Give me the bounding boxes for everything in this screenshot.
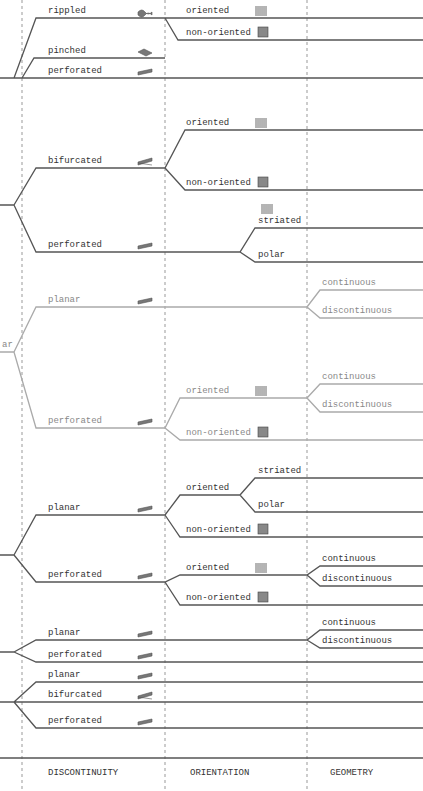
branch-label: rippled (48, 6, 86, 16)
branch-label: oriented (186, 386, 229, 396)
branch-label: striated (258, 216, 301, 226)
branch-label: planar (48, 670, 80, 680)
branch-label: perforated (48, 570, 102, 580)
branch-label: planar (48, 295, 80, 305)
branch-label: perforated (48, 650, 102, 660)
branch-label: discontinuous (322, 306, 392, 316)
branch-label: ar (2, 340, 13, 350)
branch-label: oriented (186, 118, 229, 128)
tree-branches (0, 18, 423, 758)
branch-label: perforated (48, 416, 102, 426)
branch-label: continuous (322, 618, 376, 628)
branch-label: non-oriented (186, 178, 251, 188)
branch-label: planar (48, 628, 80, 638)
branch-label: bifurcated (48, 690, 102, 700)
branch-label: non-oriented (186, 428, 251, 438)
branch-label: non-oriented (186, 28, 251, 38)
branch-label: polar (258, 500, 285, 510)
branch-label: planar (48, 503, 80, 513)
branch-label: discontinuous (322, 636, 392, 646)
column-header: ORIENTATION (190, 768, 249, 778)
branch-label: perforated (48, 716, 102, 726)
branch-label: discontinuous (322, 574, 392, 584)
non-oriented-icons (258, 27, 268, 602)
column-guides (22, 0, 307, 791)
branch-label: non-oriented (186, 593, 251, 603)
branch-label: striated (258, 466, 301, 476)
tree-branches-light (0, 290, 423, 440)
branch-label: pinched (48, 46, 86, 56)
orientation-icons (256, 6, 272, 573)
branch-label: non-oriented (186, 525, 251, 535)
branch-label: continuous (322, 372, 376, 382)
branch-label: discontinuous (322, 400, 392, 410)
column-header: DISCONTINUITY (48, 768, 118, 778)
branch-label: bifurcated (48, 156, 102, 166)
branch-label: continuous (322, 278, 376, 288)
branch-label: oriented (186, 6, 229, 16)
branch-label: continuous (322, 554, 376, 564)
branch-label: perforated (48, 66, 102, 76)
branch-label: perforated (48, 240, 102, 250)
sheet-icons (138, 10, 152, 725)
column-header: GEOMETRY (330, 768, 373, 778)
branch-label: oriented (186, 483, 229, 493)
branch-label: oriented (186, 563, 229, 573)
branch-label: polar (258, 250, 285, 260)
